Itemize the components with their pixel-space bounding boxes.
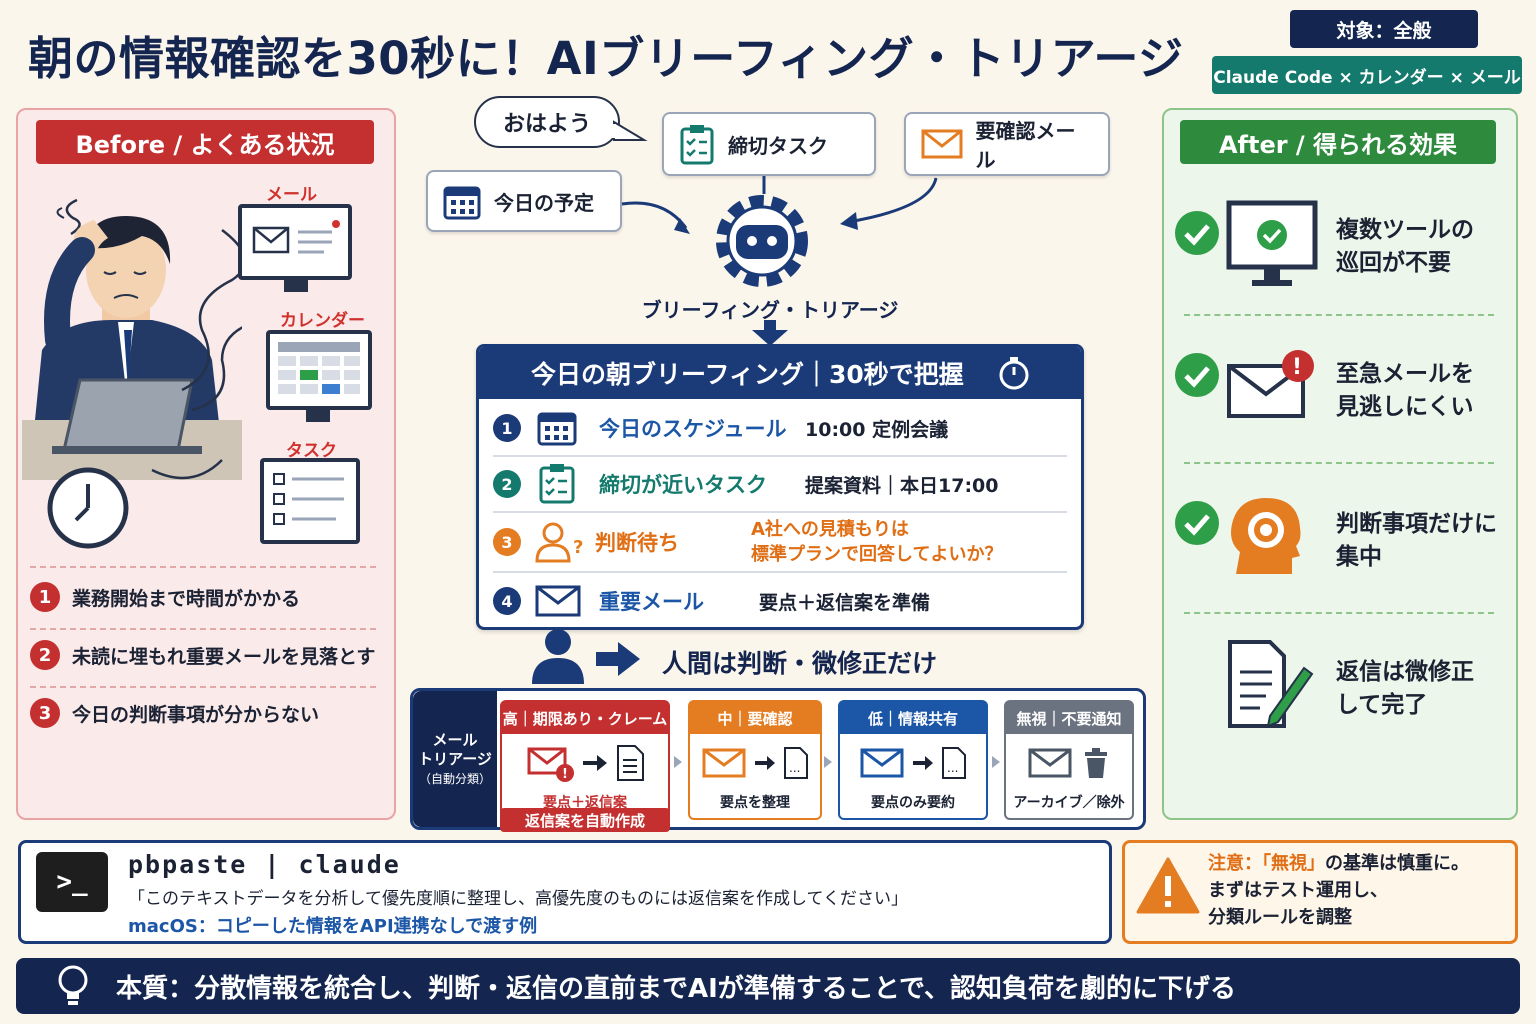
divider bbox=[30, 566, 376, 568]
engine-label: ブリーフィング・トリアージ bbox=[641, 298, 899, 322]
mail-card: 要確認メール bbox=[904, 112, 1110, 176]
briefing-row-mail: 4 重要メール 要点＋返信案を準備 bbox=[493, 573, 1067, 627]
divider bbox=[30, 628, 376, 630]
triage-connectors bbox=[674, 756, 1000, 768]
briefing-row-schedule: 1 今日のスケジュール 10:00 定例会議 bbox=[493, 401, 1067, 457]
command-note: macOS：コピーした情報をAPI連携なしで渡す例 bbox=[128, 916, 538, 937]
label-calendar: カレンダー bbox=[280, 311, 365, 331]
arrow-right-icon bbox=[583, 755, 607, 771]
tools-badge: Claude Code × カレンダー × メール bbox=[1212, 56, 1522, 94]
clipboard-check-icon bbox=[539, 464, 575, 504]
target-badge: 対象：全般 bbox=[1290, 10, 1478, 48]
triage-medium: 中｜要確認 ... 要点を整理 bbox=[688, 700, 822, 820]
before-header: Before / よくある状況 bbox=[36, 120, 374, 164]
benefit-item: 判断事項だけに 集中 bbox=[1336, 511, 1497, 571]
after-panel bbox=[1162, 108, 1518, 820]
monitor-stand bbox=[284, 280, 308, 292]
triage-high: 高｜期限あり・クレーム ! 要点＋返信案 bbox=[500, 700, 670, 820]
auto-reply-badge: 返信案を自動作成 bbox=[500, 808, 670, 832]
caution-text: 注意：「無視」の基準は慎重に。 まずはテスト運用し、 分類ルールを調整 bbox=[1208, 853, 1469, 928]
calendar-icon bbox=[443, 186, 481, 220]
arrow-right-icon bbox=[913, 756, 933, 770]
command-example-box bbox=[18, 840, 1112, 944]
svg-text:!: ! bbox=[1292, 355, 1302, 380]
lightbulb-icon bbox=[58, 965, 88, 1005]
triage-low: 低｜情報共有 ... 要点のみ要約 bbox=[838, 700, 988, 820]
divider bbox=[1184, 462, 1494, 464]
document-icon: ... bbox=[784, 747, 808, 779]
morning-briefing-card: 今日の朝ブリーフィング｜30秒で把握 1 今日のスケジュール 10:00 定例会… bbox=[476, 344, 1084, 630]
check-circle-icon bbox=[1175, 353, 1219, 397]
decision-question: A社への見積もりは 標準プランで回答してよいか？ bbox=[751, 518, 1003, 565]
deadline-card: 締切タスク bbox=[662, 112, 876, 176]
page-title: 朝の情報確認を30秒に！AIブリーフィング・トリアージ bbox=[28, 32, 1184, 85]
check-circle-icon bbox=[1175, 211, 1219, 255]
checklist-icon bbox=[273, 473, 344, 525]
label-task: タスク bbox=[286, 441, 337, 461]
human-arrow-icon bbox=[532, 629, 640, 684]
benefit-item: 至急メールを 見逃しにくい bbox=[1336, 361, 1474, 421]
mail-monitor bbox=[238, 204, 352, 280]
arrow-right-icon bbox=[755, 756, 775, 770]
envelope-icon bbox=[702, 748, 746, 778]
divider bbox=[1184, 314, 1494, 316]
essence-banner: 本質：分散情報を統合し、判断・返信の直前までAIが準備することで、認知負荷を劇的… bbox=[16, 958, 1520, 1014]
human-role-text: 人間は判断・微修正だけ bbox=[662, 649, 938, 678]
calendar-grid-icon bbox=[278, 342, 360, 394]
svg-text:...: ... bbox=[947, 761, 958, 775]
stressed-worker-illustration bbox=[22, 198, 242, 549]
terminal-icon: >_ bbox=[36, 852, 108, 912]
document-edit-icon bbox=[1228, 640, 1314, 728]
command-prompt-text: 「このテキストデータを分析して優先度順に整理し、高優先度のものには返信案を作成し… bbox=[128, 889, 908, 909]
task-board bbox=[260, 458, 360, 544]
clipboard-check-icon bbox=[680, 125, 714, 165]
document-icon: ... bbox=[942, 747, 966, 779]
schedule-card: 今日の予定 bbox=[426, 170, 622, 232]
greeting-bubble: おはよう bbox=[474, 96, 620, 148]
issue-item: 1 業務開始まで時間がかかる bbox=[30, 582, 376, 612]
benefit-item: 複数ツールの 巡回が不要 bbox=[1336, 217, 1474, 277]
issue-item: 3 今日の判断事項が分からない bbox=[30, 698, 376, 728]
after-header: After / 得られる効果 bbox=[1180, 120, 1496, 164]
ai-gear-robot-icon bbox=[716, 195, 808, 287]
svg-text:...: ... bbox=[789, 761, 800, 775]
envelope-icon bbox=[921, 129, 963, 159]
briefing-row-deadline: 2 締切が近いタスク 提案資料｜本日17:00 bbox=[493, 457, 1067, 513]
mail-icon bbox=[252, 220, 340, 254]
urgent-mail-icon: ! bbox=[527, 747, 574, 782]
bubble-tail bbox=[612, 120, 648, 141]
briefing-header: 今日の朝ブリーフィング｜30秒で把握 bbox=[479, 347, 1081, 399]
down-arrow-icon bbox=[752, 320, 788, 346]
person-question-icon: ? bbox=[535, 522, 583, 563]
benefit-item: 返信は微修正 して完了 bbox=[1336, 659, 1474, 719]
envelope-icon bbox=[535, 585, 581, 617]
divider bbox=[30, 686, 376, 688]
check-circle-icon bbox=[1175, 501, 1219, 545]
stopwatch-icon bbox=[999, 357, 1029, 390]
monitor-stand bbox=[306, 410, 330, 422]
document-icon bbox=[617, 745, 644, 781]
calendar-monitor bbox=[266, 330, 372, 410]
warning-icon bbox=[1136, 857, 1200, 914]
command-line[interactable]: pbpaste | claude bbox=[128, 850, 401, 879]
briefing-row-decision: 3 ? 判断待ち A社への見積もりは 標準プランで回答してよいか？ bbox=[493, 513, 1067, 573]
envelope-icon bbox=[860, 748, 904, 778]
svg-text:!: ! bbox=[562, 767, 568, 782]
trash-icon bbox=[1085, 748, 1107, 778]
calendar-icon bbox=[537, 412, 577, 446]
svg-text:?: ? bbox=[573, 537, 583, 558]
urgent-mail-icon: ! bbox=[1227, 350, 1314, 418]
envelope-icon bbox=[1028, 748, 1072, 778]
triage-ignore: 無視｜不要通知 アーカイブ／除外 bbox=[1004, 700, 1134, 820]
issue-item: 2 未読に埋もれ重要メールを見落とす bbox=[30, 640, 376, 670]
triage-label: メール トリアージ （自動分類） bbox=[413, 691, 497, 827]
flow-arrows bbox=[621, 176, 938, 234]
divider bbox=[1184, 612, 1494, 614]
monitor-check-icon bbox=[1226, 200, 1318, 286]
head-target-icon bbox=[1231, 498, 1301, 574]
label-mail: メール bbox=[266, 185, 317, 205]
